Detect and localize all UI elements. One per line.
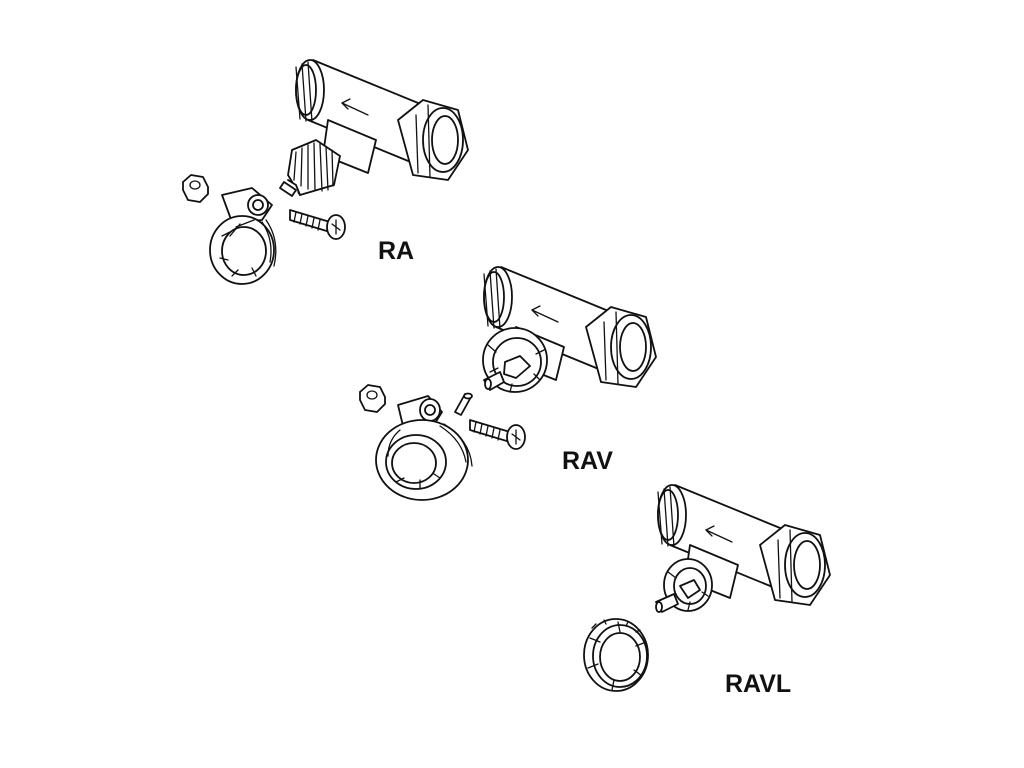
ra-hex-nut-icon <box>182 174 209 203</box>
rav-screw-icon <box>469 419 526 450</box>
ra-stem-icon <box>279 139 341 197</box>
ra-clamp-ring-icon <box>209 187 277 285</box>
rav-pin-icon <box>454 392 473 416</box>
rav-clamp-ring-icon <box>375 395 473 501</box>
label-rav: RAV <box>562 447 613 475</box>
label-ra: RA <box>378 237 415 265</box>
ravl-assembly <box>583 484 831 692</box>
ravl-adapter-ring-icon <box>583 618 649 692</box>
rav-assembly <box>359 266 657 501</box>
label-ravl: RAVL <box>725 670 792 698</box>
ravl-bonnet-icon <box>655 558 713 613</box>
ra-screw-icon <box>289 209 346 240</box>
ra-assembly <box>182 59 469 285</box>
rav-bonnet-icon <box>482 327 548 393</box>
rav-hex-nut-icon <box>359 384 386 413</box>
